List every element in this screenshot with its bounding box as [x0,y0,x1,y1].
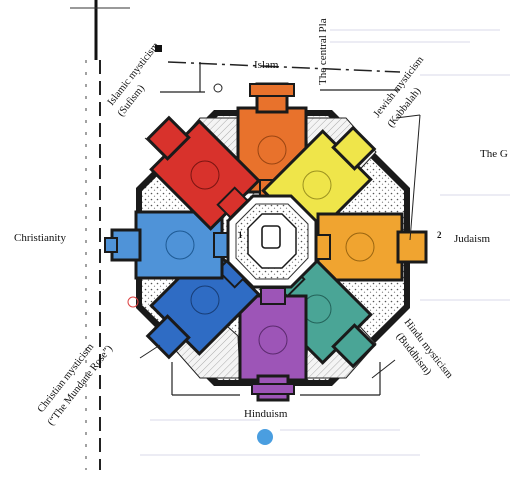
faint-background-marks [140,29,510,456]
label-leaders [139,114,421,379]
wing-judaism [311,212,428,282]
label-number-2: 2 [437,230,442,240]
boundary-bottom [171,362,381,396]
central-court [226,194,318,289]
boundary-top [155,45,401,93]
label-number-1: 1 [238,230,243,240]
label-christianity: Christianity [14,232,66,244]
label-hinduism: Hinduism [244,408,288,420]
wing-hinduism [238,287,308,402]
label-the-g: The G [480,148,508,160]
wing-islam [236,82,308,199]
blue-dot [257,429,273,445]
label-judaism: Judaism [454,233,491,245]
label-islam: Islam [254,59,279,71]
boundary-wall-left [70,0,130,470]
small-red-circle [127,296,139,308]
label-central-place: The central Pla [317,18,329,85]
